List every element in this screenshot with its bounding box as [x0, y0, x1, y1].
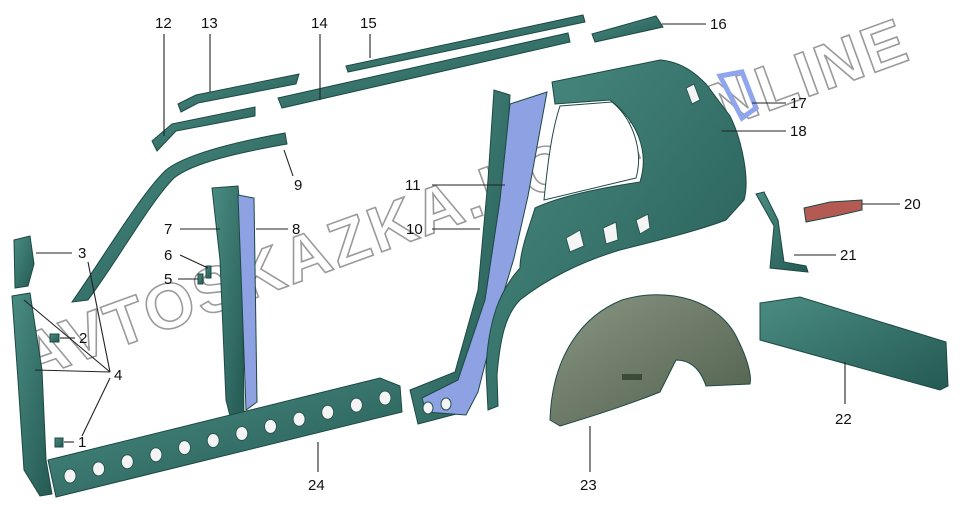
label-22: 22 — [835, 411, 852, 428]
part-11-inner-blue — [421, 91, 548, 416]
part-14-rail — [277, 32, 571, 109]
part-24-sill — [47, 377, 403, 498]
label-14: 14 — [311, 15, 328, 32]
label-13: 13 — [201, 15, 218, 32]
sill-hole — [120, 454, 134, 470]
sill-hole — [378, 390, 392, 406]
sill-hole — [235, 426, 249, 441]
label-11: 11 — [405, 177, 421, 194]
part-3-bracket — [13, 235, 35, 289]
part-6-clip — [205, 265, 212, 279]
sill-hole — [321, 404, 335, 420]
label-21: 21 — [840, 247, 857, 264]
label-3: 3 — [78, 245, 86, 262]
sill-hole — [149, 447, 163, 463]
label-24: 24 — [308, 477, 325, 494]
c-pillar-hole — [440, 397, 452, 411]
label-18: 18 — [790, 123, 807, 140]
leader-4d — [23, 299, 111, 373]
part-22-rear-panel — [759, 296, 949, 391]
label-5: 5 — [164, 271, 172, 288]
part-front-pillar-strip — [11, 292, 53, 497]
label-16: 16 — [710, 16, 727, 33]
part-18-hole-b — [602, 221, 619, 245]
c-pillar-hole — [422, 401, 434, 415]
label-8: 8 — [292, 221, 300, 238]
sill-hole — [206, 433, 220, 448]
label-10: 10 — [406, 221, 423, 238]
sill-hole — [178, 440, 191, 456]
leader-6 — [179, 254, 209, 269]
leader-4c — [81, 377, 111, 437]
label-2: 2 — [79, 330, 87, 347]
label-9: 9 — [294, 177, 302, 194]
label-7: 7 — [164, 221, 172, 238]
part-21-bracket — [755, 191, 809, 273]
part-18-hole-a — [565, 229, 585, 253]
label-12: 12 — [155, 15, 172, 32]
part-18-lamp-slot — [685, 83, 701, 105]
part-18-window-cutout — [543, 101, 639, 201]
part-17-lamp-frame — [716, 69, 760, 122]
part-18-hole-c — [635, 213, 651, 235]
leader-4b — [34, 369, 111, 373]
part-1-bracket — [54, 437, 64, 448]
label-6: 6 — [164, 247, 172, 264]
sill-hole — [92, 461, 106, 477]
leader-4a — [87, 261, 111, 373]
part-23-wheel-arch — [549, 294, 751, 427]
label-4: 4 — [114, 367, 122, 384]
leader-9 — [283, 149, 294, 177]
label-1: 1 — [78, 434, 86, 451]
part-13-rail — [177, 73, 300, 113]
label-23: 23 — [580, 477, 597, 494]
label-17: 17 — [790, 95, 807, 112]
label-20: 20 — [904, 196, 921, 213]
part-15-rail — [345, 14, 586, 73]
sill-hole — [264, 418, 277, 434]
part-16-rail — [591, 15, 664, 43]
part-8-reinforcement — [237, 194, 258, 411]
sill-holes — [63, 390, 452, 484]
sill-hole — [349, 397, 363, 413]
part-20-bracket — [803, 199, 863, 223]
part-12-rail — [151, 106, 256, 152]
part-9-pillar-arc — [70, 132, 288, 303]
sill-hole — [63, 468, 77, 484]
part-2-bracket — [49, 333, 60, 343]
label-15: 15 — [360, 15, 377, 32]
part-5-clip — [197, 273, 204, 285]
part-23-slot — [622, 374, 642, 380]
sill-hole — [292, 411, 306, 427]
